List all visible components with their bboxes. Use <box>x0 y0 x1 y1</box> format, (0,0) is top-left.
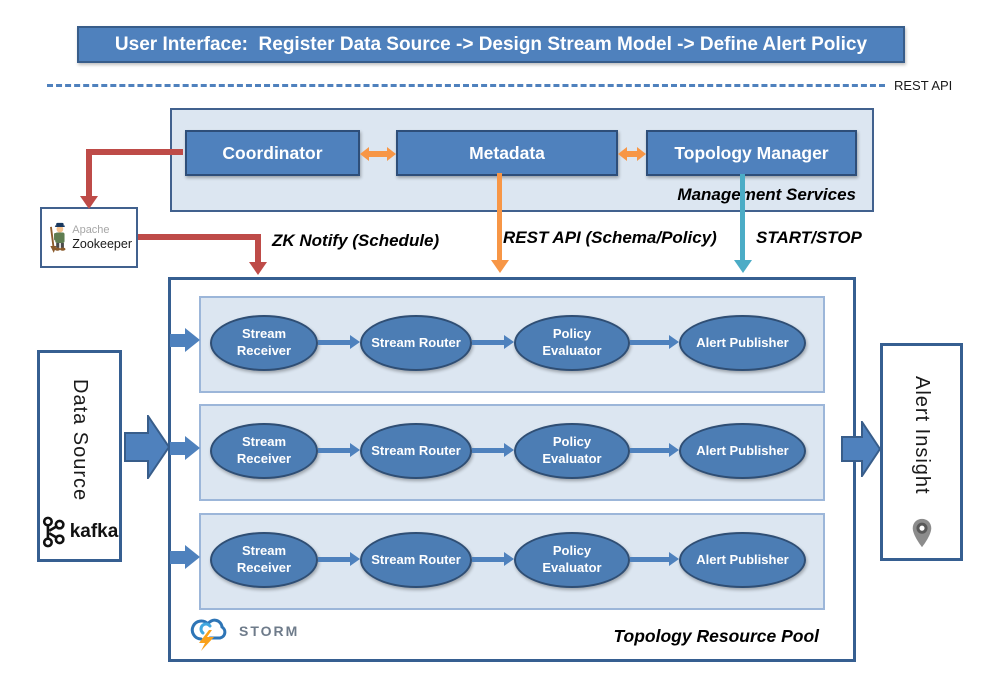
kafka-icon <box>42 516 65 548</box>
stage-alert-publisher: Alert Publisher <box>679 315 806 371</box>
row-entry-arrow-icon <box>170 436 200 460</box>
alert-insight-label: Alert Insight <box>911 375 933 495</box>
alert-insight-box: Alert Insight <box>880 343 963 561</box>
stage-stream-router: Stream Router <box>360 315 472 371</box>
stage-label: Policy Evaluator <box>542 543 602 575</box>
stage-stream-receiver: Stream Receiver <box>210 423 318 479</box>
location-pin-icon <box>912 518 931 548</box>
topology-resource-pool: Stream Receiver Stream Router Policy Eva… <box>168 277 856 662</box>
stage-label: Alert Publisher <box>696 334 789 350</box>
stage-arrow-icon <box>472 335 514 349</box>
topology-manager-box: Topology Manager <box>646 130 857 176</box>
stage-arrow-icon <box>630 552 679 566</box>
coordinator-to-zookeeper-arrow <box>86 149 183 155</box>
zk-notify-label: ZK Notify (Schedule) <box>272 231 440 250</box>
stage-stream-router: Stream Router <box>360 532 472 588</box>
data-source-to-pool-arrow <box>124 415 170 479</box>
management-services-panel: Coordinator Metadata Topology Manager Ma… <box>170 108 874 212</box>
stage-policy-evaluator: Policy Evaluator <box>514 315 630 371</box>
stage-arrow-icon <box>472 552 514 566</box>
pipeline-row-3: Stream Receiver Stream Router Policy Eva… <box>199 513 825 610</box>
metadata-topology-arrow-icon <box>618 147 646 161</box>
stage-label: Stream Router <box>371 551 461 567</box>
pool-caption: Topology Resource Pool <box>613 626 819 646</box>
kafka-logo: kafka <box>41 515 119 549</box>
stage-stream-receiver: Stream Receiver <box>210 315 318 371</box>
stage-label: Alert Publisher <box>696 551 789 567</box>
zookeeper-box: Apache Zookeeper <box>40 207 138 268</box>
stage-label: Stream Receiver <box>236 434 292 466</box>
rest-api-line-label: REST API <box>894 78 953 93</box>
pipeline-row-1: Stream Receiver Stream Router Policy Eva… <box>199 296 825 393</box>
zookeeper-to-pool-arrow <box>255 234 261 264</box>
stage-arrow-icon <box>630 335 679 349</box>
stage-alert-publisher: Alert Publisher <box>679 532 806 588</box>
stage-arrow-icon <box>472 443 514 457</box>
stage-label: Stream Router <box>371 334 461 350</box>
metadata-box: Metadata <box>396 130 618 176</box>
zookeeper-to-pool-arrow <box>138 234 261 240</box>
stage-label: Policy Evaluator <box>542 326 602 358</box>
storm-label: STORM <box>239 623 300 639</box>
stage-alert-publisher: Alert Publisher <box>679 423 806 479</box>
arrowhead-icon <box>249 262 267 275</box>
stage-label: Alert Publisher <box>696 442 789 458</box>
data-source-box: Data Source kafka <box>37 350 122 562</box>
stage-label: Policy Evaluator <box>542 434 602 466</box>
zookeeper-brand: Apache <box>72 223 110 236</box>
data-source-label: Data Source <box>69 378 91 502</box>
stage-arrow-icon <box>318 335 360 349</box>
coordinator-label: Coordinator <box>222 142 323 163</box>
stage-arrow-icon <box>630 443 679 457</box>
metadata-to-pool-arrow <box>497 173 502 261</box>
stage-stream-receiver: Stream Receiver <box>210 532 318 588</box>
start-stop-label: START/STOP <box>756 228 862 247</box>
stage-policy-evaluator: Policy Evaluator <box>514 532 630 588</box>
arrowhead-icon <box>734 260 752 273</box>
topology-manager-to-pool-arrow <box>740 174 745 261</box>
pipeline-row-2: Stream Receiver Stream Router Policy Eva… <box>199 404 825 501</box>
stage-label: Stream Receiver <box>236 543 292 575</box>
row-entry-arrow-icon <box>170 545 200 569</box>
rest-api-flow-label: REST API (Schema/Policy) <box>503 228 717 247</box>
stage-stream-router: Stream Router <box>360 423 472 479</box>
title-banner: User Interface: Register Data Source -> … <box>77 26 905 63</box>
row-entry-arrow-icon <box>170 328 200 352</box>
metadata-label: Metadata <box>469 142 545 163</box>
arrowhead-icon <box>491 260 509 273</box>
kafka-label: kafka <box>69 521 119 542</box>
pool-to-alert-insight-arrow <box>841 421 881 477</box>
coordinator-box: Coordinator <box>185 130 360 176</box>
stage-arrow-icon <box>318 552 360 566</box>
stage-arrow-icon <box>318 443 360 457</box>
coordinator-to-zookeeper-arrow <box>86 149 92 196</box>
management-services-caption: Management Services <box>677 185 856 204</box>
rest-api-dashed-line <box>47 84 885 87</box>
stage-policy-evaluator: Policy Evaluator <box>514 423 630 479</box>
storm-logo: STORM <box>187 611 299 651</box>
zookeeper-character-icon <box>50 222 66 253</box>
zookeeper-name: Zookeeper <box>72 236 132 251</box>
stage-label: Stream Receiver <box>236 326 292 358</box>
arrowhead-icon <box>80 196 98 209</box>
topology-manager-label: Topology Manager <box>674 142 829 163</box>
stage-label: Stream Router <box>371 442 461 458</box>
storm-cloud-icon <box>190 618 227 651</box>
coordinator-metadata-arrow-icon <box>360 147 396 161</box>
